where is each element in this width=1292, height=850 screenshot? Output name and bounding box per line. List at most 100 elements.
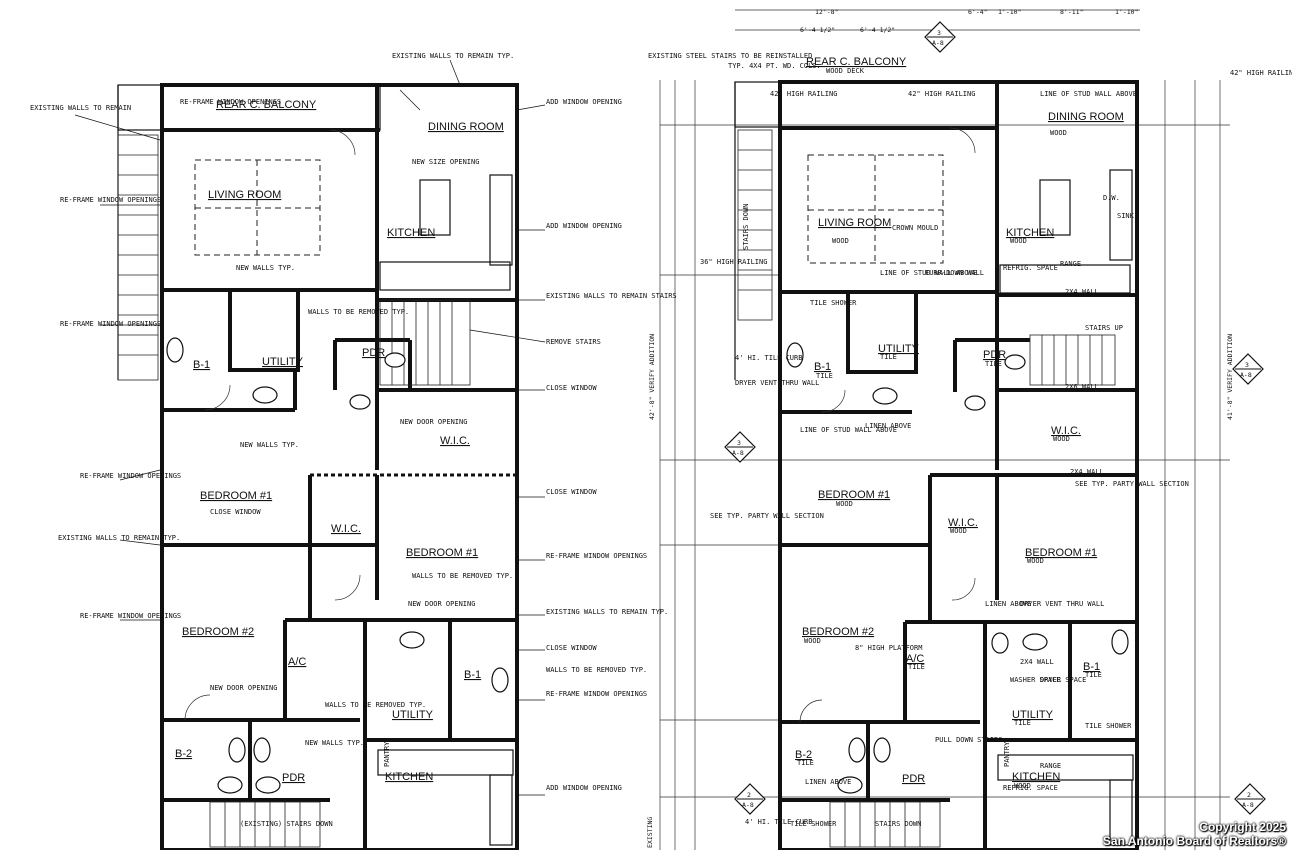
left-note: WALLS TO BE REMOVED TYP. <box>546 666 647 674</box>
svg-text:DRYER VENT THRU WALL: DRYER VENT THRU WALL <box>1020 600 1104 608</box>
svg-text:8'-11": 8'-11" <box>1060 8 1083 16</box>
svg-text:42" HIGH RAILING: 42" HIGH RAILING <box>1230 69 1292 77</box>
right-room-label: UTILITY <box>1012 709 1054 721</box>
left-note: CLOSE WINDOW <box>210 508 261 516</box>
svg-text:STAIRS DOWN: STAIRS DOWN <box>742 204 750 250</box>
right-room-label: KITCHEN <box>1012 771 1060 783</box>
svg-text:STAIRS DOWN: STAIRS DOWN <box>875 820 921 828</box>
left-note: NEW WALLS TYP. <box>305 739 364 747</box>
left-note: (EXISTING) STAIRS DOWN <box>240 820 333 828</box>
right-room-label: REAR C. BALCONY <box>806 56 907 68</box>
right-room-label: KITCHEN <box>1006 227 1054 239</box>
svg-text:TILE SHOWER: TILE SHOWER <box>790 820 837 828</box>
left-room-label: KITCHEN <box>385 771 433 783</box>
left-note: NEW DOOR OPENING <box>210 684 277 692</box>
left-interior-stairs <box>379 299 471 386</box>
left-note: RE-FRAME WINDOW OPENINGS <box>60 320 161 328</box>
right-room-label: PANTRY <box>1003 741 1011 767</box>
svg-text:SEE TYP. PARTY WALL SECTION: SEE TYP. PARTY WALL SECTION <box>1075 480 1189 488</box>
svg-text:TYP. 4x4 PT. WD. COLS.: TYP. 4x4 PT. WD. COLS. <box>728 62 821 70</box>
svg-text:12'-8": 12'-8" <box>815 8 838 16</box>
svg-text:LINE OF STUD WALL ABOVE: LINE OF STUD WALL ABOVE <box>800 426 897 434</box>
right-room-labels: REAR C. BALCONY DINING ROOM LIVING ROOM … <box>795 56 1124 785</box>
svg-text:WOOD DECK: WOOD DECK <box>826 67 865 75</box>
svg-text:TILE: TILE <box>880 353 897 361</box>
right-room-label: B-1 <box>1083 661 1100 673</box>
svg-text:TILE SHOWER: TILE SHOWER <box>1085 722 1132 730</box>
right-room-label: B-2 <box>795 749 812 761</box>
copyright-owner: San Antonio Board of Realtors® <box>1102 834 1286 848</box>
svg-text:RANGE: RANGE <box>1060 260 1081 268</box>
left-note: RE-FRAME WINDOW OPENINGS <box>546 552 647 560</box>
right-room-label: A/C <box>906 653 924 665</box>
left-note: EXISTING WALLS TO REMAIN TYP. <box>58 534 180 542</box>
left-note: RE-FRAME WINDOW OPENINGS <box>180 98 281 106</box>
svg-text:2x4 WALL: 2x4 WALL <box>1070 468 1104 476</box>
left-note: ADD WINDOW OPENING <box>546 98 622 106</box>
left-note: NEW WALLS TYP. <box>240 441 299 449</box>
left-room-label: B-2 <box>175 748 192 760</box>
svg-text:WOOD: WOOD <box>804 637 821 645</box>
left-note: EXISTING WALLS TO REMAIN <box>30 104 131 112</box>
svg-text:EXISTING STEEL STAIRS TO BE RE: EXISTING STEEL STAIRS TO BE REINSTALLED <box>648 52 812 60</box>
svg-text:8" HIGH PLATFORM: 8" HIGH PLATFORM <box>855 644 922 652</box>
svg-text:36" HIGH RAILING: 36" HIGH RAILING <box>700 258 767 266</box>
svg-text:REFRIG. SPACE: REFRIG. SPACE <box>1003 264 1058 272</box>
left-note: ADD WINDOW OPENING <box>546 784 622 792</box>
svg-text:3: 3 <box>937 29 941 37</box>
left-note: RE-FRAME WINDOW OPENINGS <box>60 196 161 204</box>
svg-text:42'-8" VERIFY ADDITION: 42'-8" VERIFY ADDITION <box>648 334 656 420</box>
svg-text:LINEN ABOVE: LINEN ABOVE <box>805 778 851 786</box>
svg-text:A-8: A-8 <box>1240 371 1252 379</box>
left-room-label: DINING ROOM <box>428 121 504 133</box>
svg-text:2x4 WALL: 2x4 WALL <box>1020 658 1054 666</box>
svg-text:A-8: A-8 <box>1242 801 1254 809</box>
svg-text:WOOD: WOOD <box>950 527 967 535</box>
svg-text:DRYER SPACE: DRYER SPACE <box>1040 676 1086 684</box>
left-room-label: W.I.C. <box>331 523 361 535</box>
svg-text:WOOD: WOOD <box>1014 782 1031 790</box>
svg-text:LINEN ABOVE: LINEN ABOVE <box>985 600 1031 608</box>
right-room-label: BEDROOM #1 <box>818 489 890 501</box>
left-note: NEW DOOR OPENING <box>408 600 475 608</box>
section-marker-bottom-right <box>1234 783 1266 815</box>
svg-text:2x4 WALL: 2x4 WALL <box>1065 288 1099 296</box>
svg-text:TILE: TILE <box>908 663 925 671</box>
left-note: ADD WINDOW OPENING <box>546 222 622 230</box>
left-room-label: UTILITY <box>262 356 304 368</box>
left-note: REMOVE STAIRS <box>546 338 601 346</box>
right-room-label: W.I.C. <box>1051 425 1081 437</box>
left-room-label: PDR <box>282 772 305 784</box>
section-marker-mid-left <box>724 431 756 463</box>
svg-text:42" HIGH RAILING: 42" HIGH RAILING <box>908 90 975 98</box>
left-room-label: REAR C. BALCONY <box>216 99 317 111</box>
right-exterior-wall <box>778 80 1139 850</box>
right-room-label: W.I.C. <box>948 517 978 529</box>
right-interior-stairs <box>1029 334 1116 386</box>
svg-text:2: 2 <box>747 791 751 799</box>
right-room-label: PDR <box>983 349 1006 361</box>
svg-text:WOOD: WOOD <box>1010 237 1027 245</box>
right-room-finishes: WOOD DECK WOOD WOOD WOOD TILE TILE TILE … <box>797 67 1102 790</box>
copyright-line: Copyright 2025 <box>1199 820 1286 834</box>
svg-text:A-8: A-8 <box>932 39 944 47</box>
right-exterior-stairs <box>737 129 773 321</box>
right-room-label: UTILITY <box>878 343 920 355</box>
left-room-label: BEDROOM #2 <box>182 626 254 638</box>
left-note: RE-FRAME WINDOW OPENINGS <box>546 690 647 698</box>
svg-text:EXISTING: EXISTING <box>646 817 654 848</box>
section-marker-right <box>1232 353 1264 385</box>
left-note: EXISTING WALLS TO REMAIN STAIRS <box>546 292 677 300</box>
left-room-label: B-1 <box>193 359 210 371</box>
svg-text:2: 2 <box>1247 791 1251 799</box>
left-note: WALLS TO BE REMOVED TYP. <box>325 701 426 709</box>
svg-text:FURR-DOWN WALL: FURR-DOWN WALL <box>925 269 984 277</box>
left-room-label: B-1 <box>464 669 481 681</box>
left-floor-plan <box>74 59 546 850</box>
right-room-label: PDR <box>902 773 925 785</box>
svg-text:6'-4 1/2": 6'-4 1/2" <box>800 26 835 34</box>
copyright-watermark: Copyright 2025 San Antonio Board of Real… <box>1103 820 1286 848</box>
section-marker-bottom-left <box>734 783 766 815</box>
right-room-label: BEDROOM #1 <box>1025 547 1097 559</box>
